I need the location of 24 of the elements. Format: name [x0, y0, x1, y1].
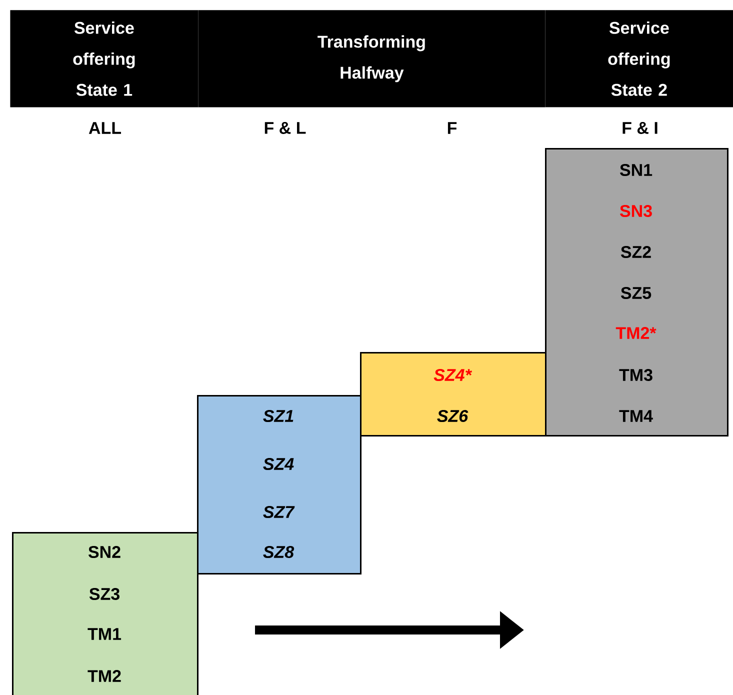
item-label: SZ5 — [620, 286, 652, 299]
item-label: TM4 — [619, 410, 653, 422]
item-label: TM3 — [619, 368, 652, 382]
header-cell: Transforming Halfway — [198, 10, 546, 108]
item-label: SZ6 — [437, 410, 468, 422]
item-label: SN1 — [620, 164, 652, 176]
item-label: SZ8 — [263, 546, 294, 558]
item-label: SZ2 — [620, 246, 651, 258]
item-label: SZ7 — [263, 506, 295, 518]
item-label: TM2* — [616, 327, 656, 339]
item-label: SN3 — [620, 204, 652, 218]
item-label: TM2 — [88, 670, 121, 682]
item-label: SZ1 — [263, 410, 294, 422]
item-label: SZ4 — [263, 458, 294, 470]
header-cell: Service offering State 2 — [545, 10, 733, 108]
item-label: SN2 — [88, 546, 120, 558]
item-label: SZ3 — [89, 588, 120, 600]
item-label: TM1 — [88, 628, 122, 640]
node-label: Service offering State 2 — [608, 21, 670, 96]
header-cell: Service offering State 1 — [10, 10, 198, 108]
node-label: Service offering State 1 — [73, 21, 135, 96]
node-label: Transforming Halfway — [318, 35, 425, 82]
item-label: SZ4* — [434, 368, 472, 381]
column-label: F & I — [622, 122, 658, 134]
